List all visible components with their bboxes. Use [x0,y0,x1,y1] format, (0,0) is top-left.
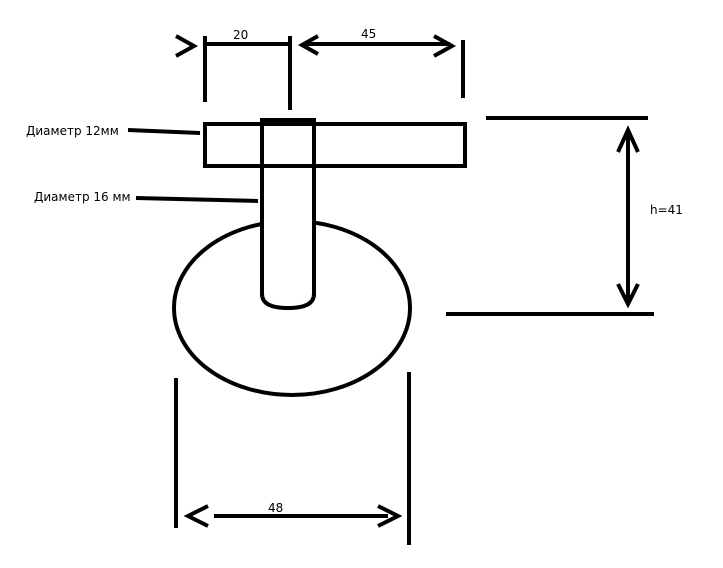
dim48-label: 48 [268,501,283,515]
dim45-label: 45 [361,27,376,41]
height-arrow-bottom [616,283,640,309]
height-label: h=41 [650,203,683,217]
stem-shaft [260,118,316,311]
dim45-arrow-left [297,34,319,56]
label-diameter-12: Диаметр 12мм [26,124,119,138]
leader-diameter-16 [135,196,259,203]
top-crossbar [203,122,467,168]
dim20-label: 20 [233,28,248,42]
dim48-arrow-left [183,504,209,528]
dim48-arrow-right [377,504,403,528]
dim20-arrow-left [175,34,199,58]
label-diameter-16: Диаметр 16 мм [34,190,131,204]
leader-diameter-12 [127,128,201,135]
height-arrow-top [616,125,640,153]
dim45-arrow-right [433,34,457,58]
